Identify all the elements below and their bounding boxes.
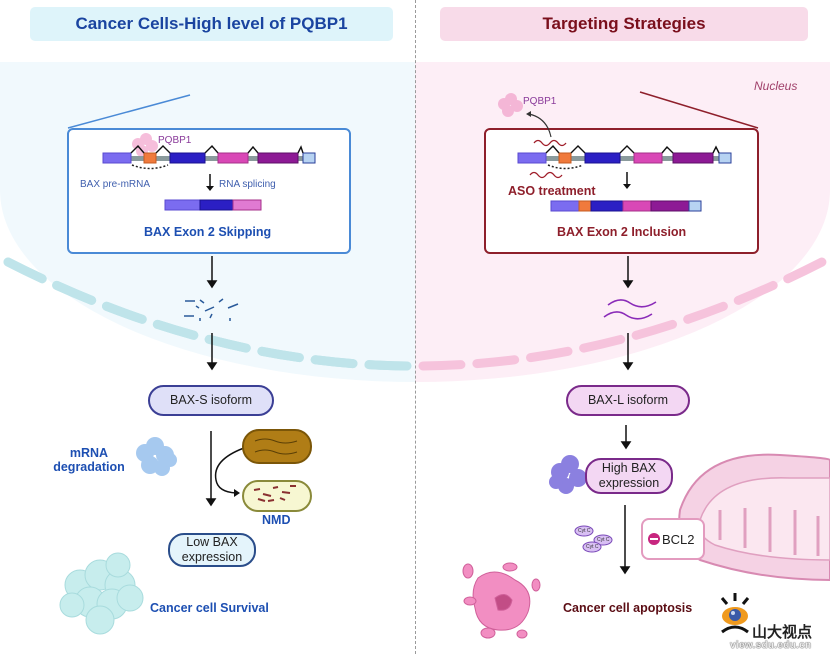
panel-divider <box>415 0 416 654</box>
premrna-label: BAX pre-mRNA <box>80 179 151 190</box>
bcl2-label: BCL2 <box>662 532 695 547</box>
cytc-label-3: Cyt C <box>586 544 599 550</box>
nucleus-label: Nucleus <box>754 79 798 93</box>
intact-mrna-icon <box>603 299 657 320</box>
right-splicing-panel <box>484 128 759 254</box>
bax-protein-blob-icon <box>549 455 587 494</box>
exon-skipping-title: BAX Exon 2 Skipping <box>144 225 272 239</box>
mrna-degradation-label-2: degradation <box>53 460 125 474</box>
low-bax-line-1: Low BAX <box>186 535 238 549</box>
nmd-label: NMD <box>262 513 291 527</box>
mrna-capsule-icon <box>242 429 312 464</box>
left-title: Cancer Cells-High level of PQBP1 <box>30 7 393 41</box>
degraded-mrna-icon <box>184 298 239 321</box>
high-bax-line-1: High BAX <box>601 461 657 475</box>
apoptotic-cell-icon <box>462 562 541 639</box>
cytc-label-1: Cyt C <box>578 528 591 534</box>
right-pqbp1-label: PQBP1 <box>523 96 557 107</box>
aso-treatment-label: ASO treatment <box>508 184 596 198</box>
mitochondrion-icon <box>678 453 830 582</box>
nmd-capsule-icon <box>242 480 312 512</box>
pqbp1-released-icon <box>498 93 523 117</box>
cancer-survival-label: Cancer cell Survival <box>150 601 269 615</box>
rna-splicing-label: RNA splicing <box>219 179 276 190</box>
cyt-c-icons <box>574 525 613 553</box>
degradation-protein-icon <box>136 437 177 476</box>
exon-inclusion-title: BAX Exon 2 Inclusion <box>557 225 687 239</box>
watermark-url: view.sdu.edu.cn <box>730 640 812 651</box>
high-bax-line-2: expression <box>598 476 660 490</box>
bax-l-isoform-pill: BAX-L isoform <box>566 385 690 416</box>
cytc-label-2: Cyt C <box>597 537 610 543</box>
aso-wave-top <box>533 139 567 147</box>
mrna-degradation-label-1: mRNA <box>69 446 109 460</box>
bcl2-box <box>641 518 705 560</box>
high-bax-expression-pill: High BAX expression <box>585 458 673 494</box>
cancer-apoptosis-label: Cancer cell apoptosis <box>563 601 693 615</box>
watermark-brand: 山大视点 <box>752 623 813 641</box>
low-bax-line-2: expression <box>181 550 243 564</box>
aso-wave-bottom <box>529 171 563 179</box>
right-title: Targeting Strategies <box>440 7 808 41</box>
left-pqbp1-label: PQBP1 <box>158 135 192 146</box>
cancer-cell-cluster-icon <box>59 552 144 635</box>
bax-s-isoform-pill: BAX-S isoform <box>148 385 274 416</box>
low-bax-expression-pill: Low BAX expression <box>168 533 256 567</box>
